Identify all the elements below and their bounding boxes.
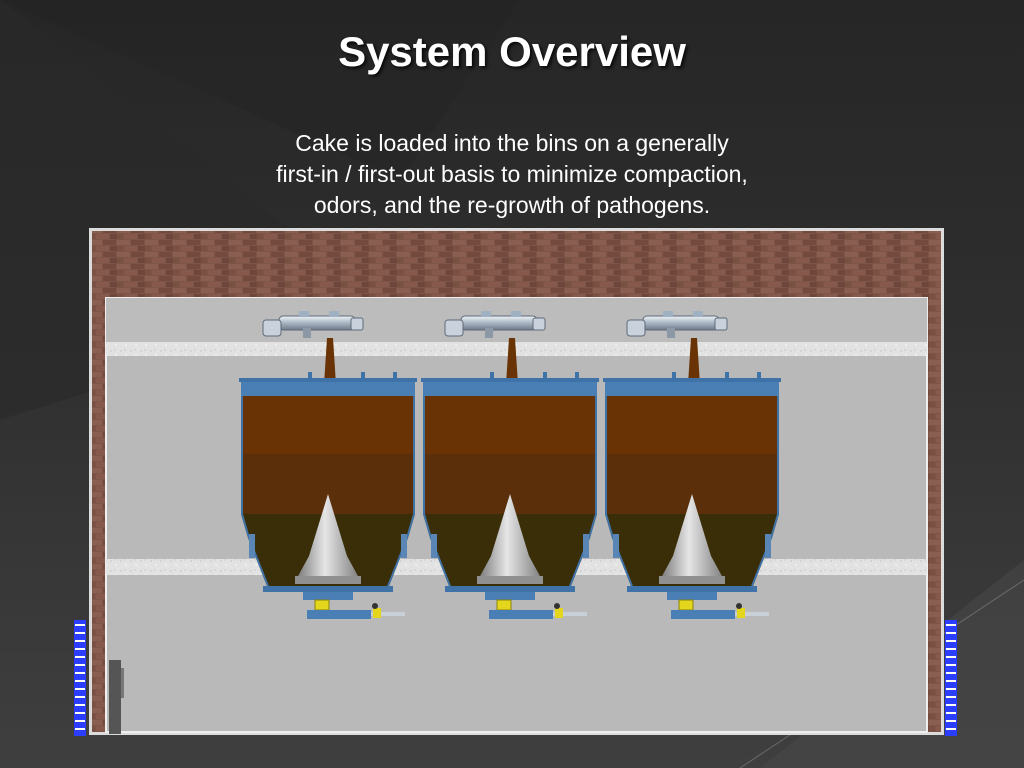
ladder-right <box>945 620 957 736</box>
description-line: Cake is loaded into the bins on a genera… <box>295 130 729 156</box>
ladder-left <box>74 620 86 736</box>
slide-description: Cake is loaded into the bins on a genera… <box>0 128 1024 221</box>
slide-title: System Overview <box>338 28 686 75</box>
description-line: odors, and the re-growth of pathogens. <box>313 192 711 218</box>
description-line: first-in / first-out basis to minimize c… <box>276 161 748 187</box>
bin-storage-diagram <box>89 228 944 735</box>
